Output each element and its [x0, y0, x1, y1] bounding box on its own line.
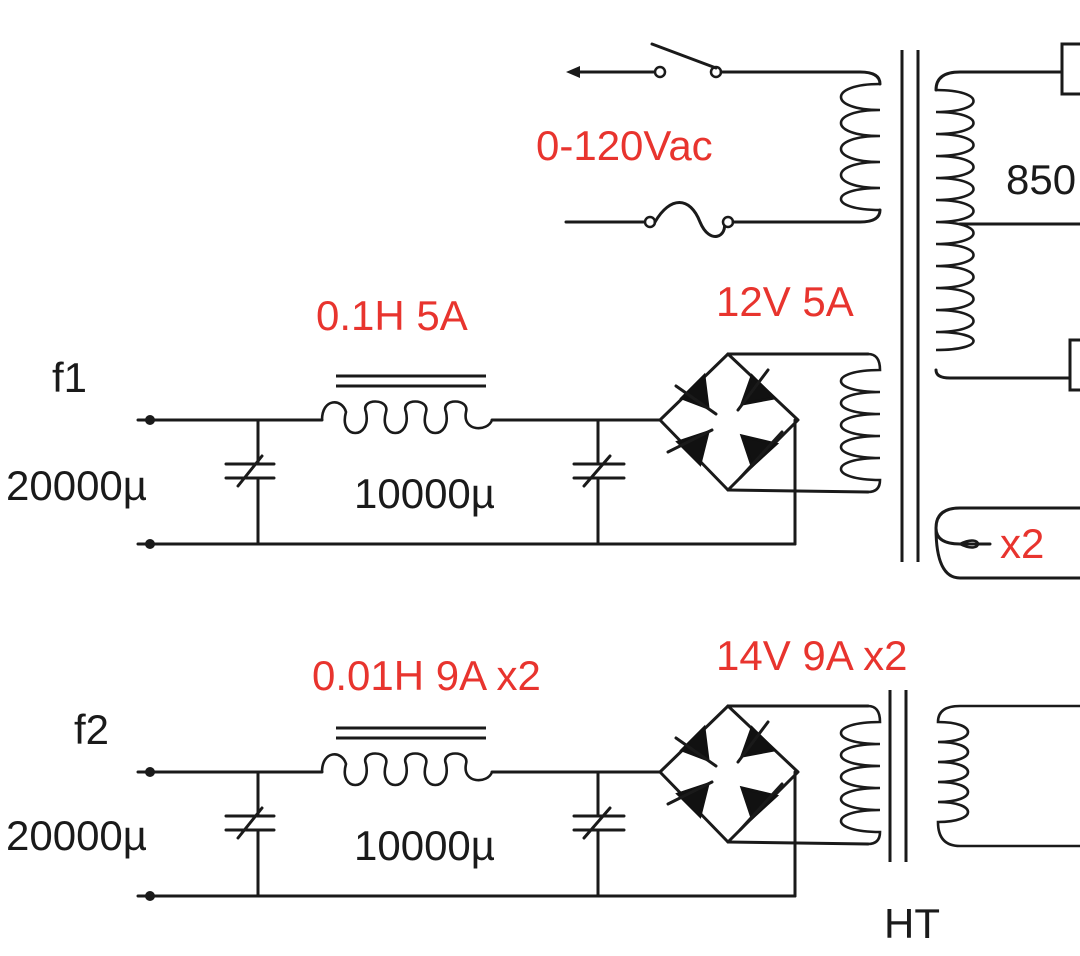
capacitor-c2: [572, 418, 626, 546]
label-cap-1-left: 20000µ: [6, 462, 147, 509]
label-choke-2: 0.01H 9A x2: [312, 652, 541, 699]
fuse: [653, 201, 727, 238]
bridge-rectifier-1: [658, 352, 870, 546]
primary-coil: [839, 82, 881, 212]
capacitor-c3: [224, 770, 276, 898]
label-output-f2: f2: [74, 706, 109, 753]
capacitor-c1: [224, 418, 276, 546]
supply-f2: [136, 690, 1080, 901]
label-choke-1: 0.1H 5A: [316, 292, 468, 339]
x2-winding: [934, 506, 1080, 580]
f1-terminal-negative: [145, 539, 155, 549]
label-output-f1: f1: [52, 354, 87, 401]
label-input-voltage: 0-120Vac: [536, 122, 713, 169]
bridge-rectifier-2: [658, 704, 870, 898]
mains-input: [564, 42, 882, 238]
f1-terminal-positive: [145, 415, 155, 425]
transformer-ht: [839, 690, 1080, 862]
switch: [650, 42, 718, 70]
label-cap-2-right: 10000µ: [354, 822, 495, 869]
choke-l2: [320, 726, 494, 787]
f2-terminal-positive: [145, 767, 155, 777]
label-transformer-ht: HT: [884, 900, 940, 947]
annotations: 0-120Vac 850 0.1H 5A 12V 5A f1 20000µ 10…: [6, 122, 1076, 947]
label-winding-1: 12V 5A: [716, 278, 854, 325]
label-extra-windings: x2: [1000, 520, 1044, 567]
label-cap-1-right: 10000µ: [354, 470, 495, 517]
supply-f1: [136, 352, 870, 549]
capacitor-c4: [572, 770, 626, 898]
hv-secondary: [934, 42, 1080, 392]
label-cap-2-left: 20000µ: [6, 812, 147, 859]
label-hv-winding: 850: [1006, 156, 1076, 203]
f2-terminal-negative: [145, 891, 155, 901]
secondary-coil-12v: [839, 352, 882, 494]
choke-l1: [320, 374, 494, 435]
main-transformer-core: [900, 50, 920, 562]
label-winding-2: 14V 9A x2: [716, 632, 907, 679]
